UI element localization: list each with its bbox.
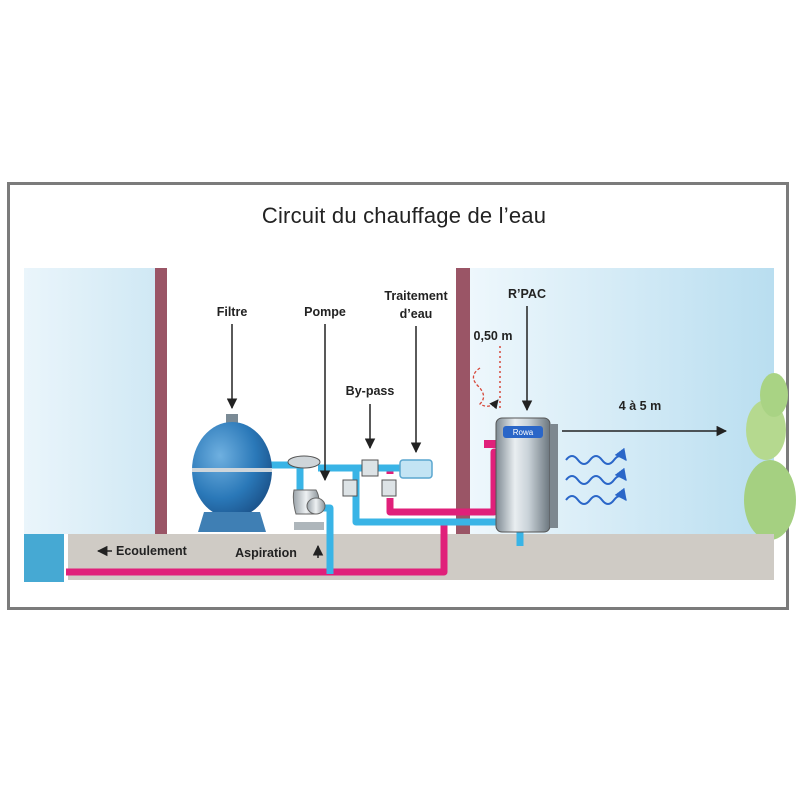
label-aspiration: Aspiration [235, 546, 297, 560]
label-pompe: Pompe [304, 305, 346, 319]
heat-pump-rpac: Rowa [495, 417, 558, 533]
label-filtre: Filtre [217, 305, 248, 319]
diagram-title: Circuit du chauffage de l’eau [261, 203, 547, 228]
label-distance-plant: 4 à 5 m [619, 399, 661, 413]
filter-tank [192, 414, 272, 532]
water-treatment-unit [399, 459, 433, 479]
brand-label: Rowa [513, 428, 534, 437]
pump [287, 455, 326, 530]
pool-water [24, 534, 64, 582]
label-traitement-2: d’eau [400, 307, 433, 321]
label-rpac: R’PAC [508, 287, 546, 301]
label-distance-wall: 0,50 m [474, 329, 513, 343]
pool-sky-left [24, 268, 160, 534]
bush-icon [744, 373, 796, 540]
left-wall [155, 268, 167, 536]
label-ecoulement: Ecoulement [116, 544, 188, 558]
right-wall [456, 268, 470, 536]
label-traitement: Traitement [384, 289, 448, 303]
wave-icon [565, 447, 627, 505]
air-return-icon [472, 367, 499, 410]
bypass-valve [342, 459, 397, 497]
label-bypass: By-pass [346, 384, 395, 398]
